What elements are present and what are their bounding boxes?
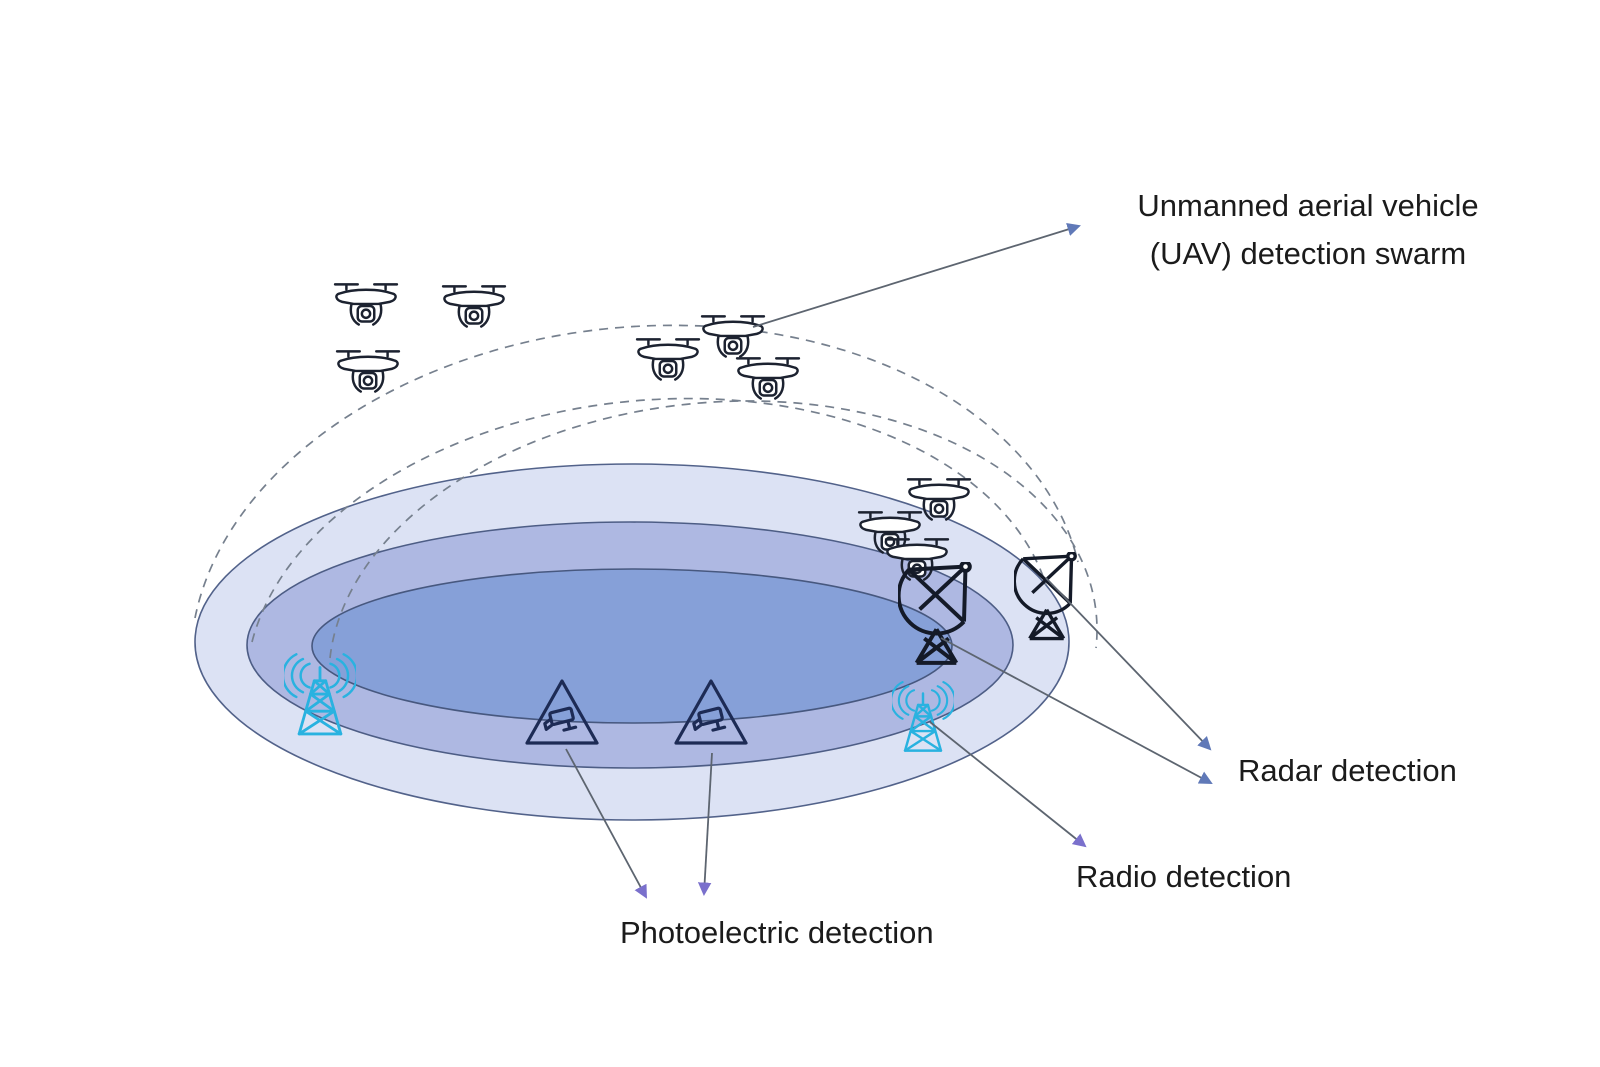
arrow-photo-right: [697, 752, 713, 897]
drone-icon-3: [335, 350, 401, 393]
drone-icon-4: [635, 338, 701, 381]
detection-zone-inner: [311, 568, 953, 724]
radar-label: Radar detection: [1238, 753, 1457, 788]
arrow-photo-left: [565, 748, 647, 899]
drone-icon-6: [735, 357, 801, 400]
arrow-radio: [929, 721, 1087, 848]
detection-zones: [194, 463, 1070, 821]
swarm-label-line2: (UAV) detection swarm: [1149, 236, 1467, 271]
radio-label: Radio detection: [1076, 859, 1292, 894]
arrow-radar-right: [1045, 577, 1212, 751]
arrow-radar-left: [940, 637, 1213, 784]
trajectory-arc-outer: [194, 324, 1079, 619]
swarm-trajectory-arcs: [194, 324, 1098, 659]
drone-icon-5: [700, 315, 766, 358]
swarm-label-line1: Unmanned aerial vehicle: [1137, 188, 1479, 223]
trajectory-arc-inner: [329, 400, 1098, 659]
drone-icon-2: [441, 285, 507, 328]
arrow-to-swarm-label: [752, 222, 1081, 328]
trajectory-arc-middle: [251, 397, 1047, 643]
swarm-label: Unmanned aerial vehicle (UAV) detection …: [1096, 182, 1520, 278]
photoelectric-label: Photoelectric detection: [620, 915, 934, 950]
drone-icon-1: [333, 283, 399, 326]
leader-arrows: [565, 577, 1213, 899]
